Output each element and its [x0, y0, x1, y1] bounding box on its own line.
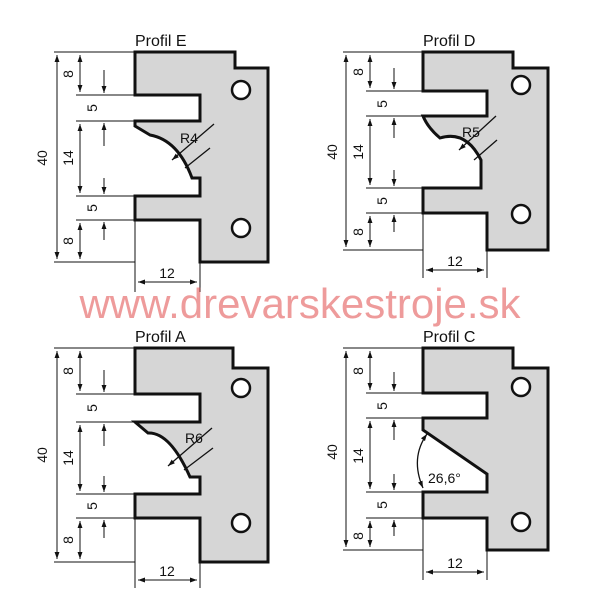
dim-label: 5 [374, 501, 390, 509]
dim-label: 5 [84, 104, 100, 112]
dim-label: 5 [374, 197, 390, 205]
width-label: 12 [447, 555, 463, 571]
radius-label: R6 [185, 430, 203, 446]
profile-body [133, 50, 270, 264]
profile-panel-c: Profil C 26,6° 40 [324, 329, 550, 580]
watermark-text: www.drevarskestroje.sk [78, 280, 521, 327]
dim-label: 8 [350, 532, 366, 540]
profile-panel-d: Profil D R5 40 [324, 33, 550, 278]
radius-leader [183, 447, 214, 471]
profile-title: Profil E [135, 33, 187, 50]
dimension-lines [367, 55, 484, 273]
profile-title: Profil A [135, 329, 186, 346]
dim-label: 8 [350, 68, 366, 76]
dim-label: 8 [350, 228, 366, 236]
mounting-hole [230, 217, 252, 239]
profile-panel-a: Profil A R6 40 8 [34, 329, 270, 588]
radius-leader [171, 123, 215, 161]
radius-leader [167, 427, 213, 467]
extension-lines [54, 347, 201, 588]
dim-label: 5 [374, 100, 390, 108]
mounting-hole [230, 512, 252, 534]
profile-panel-e: Profil E R4 40 [34, 33, 270, 292]
profile-body [130, 346, 270, 564]
dim-label: 14 [60, 450, 76, 466]
radius-label: R5 [462, 124, 480, 140]
dim-label: 5 [84, 204, 100, 212]
width-label: 12 [159, 563, 175, 579]
extension-lines [343, 347, 488, 580]
dim-label: 8 [60, 237, 76, 245]
overall-height-label: 40 [34, 447, 50, 463]
dim-label: 5 [84, 502, 100, 510]
dimension-lines [77, 55, 197, 285]
dim-label: 8 [60, 70, 76, 78]
profile-body-groove [420, 50, 550, 252]
mounting-hole [510, 511, 532, 533]
profile-title: Profil C [423, 329, 475, 346]
dimension-lines [367, 351, 484, 575]
dim-label: 14 [350, 448, 366, 464]
width-label: 12 [159, 265, 175, 281]
mounting-hole [510, 376, 532, 398]
radius-label: R4 [180, 130, 198, 146]
angle-arc [416, 433, 428, 489]
radius-leader [458, 115, 497, 151]
width-label: 12 [447, 253, 463, 269]
dimension-lines [77, 351, 197, 583]
profile-title: Profil D [423, 33, 475, 50]
dim-label: 8 [60, 536, 76, 544]
extension-lines [343, 51, 488, 278]
radius-leader [473, 139, 498, 161]
dim-label: 8 [60, 367, 76, 375]
extension-lines [54, 51, 201, 292]
angle-label: 26,6° [428, 470, 461, 486]
mounting-hole [510, 203, 532, 225]
dim-label: 14 [60, 150, 76, 166]
radius-leader [184, 147, 211, 169]
overall-height-label: 40 [34, 150, 50, 166]
dim-label: 5 [84, 404, 100, 412]
dim-label: 14 [350, 144, 366, 160]
mounting-hole [230, 377, 252, 399]
overall-height-label: 40 [324, 144, 340, 160]
dim-label: 8 [350, 367, 366, 375]
mounting-hole [510, 74, 532, 96]
mounting-hole [230, 79, 252, 101]
overall-height-label: 40 [324, 444, 340, 460]
dim-label: 5 [374, 402, 390, 410]
